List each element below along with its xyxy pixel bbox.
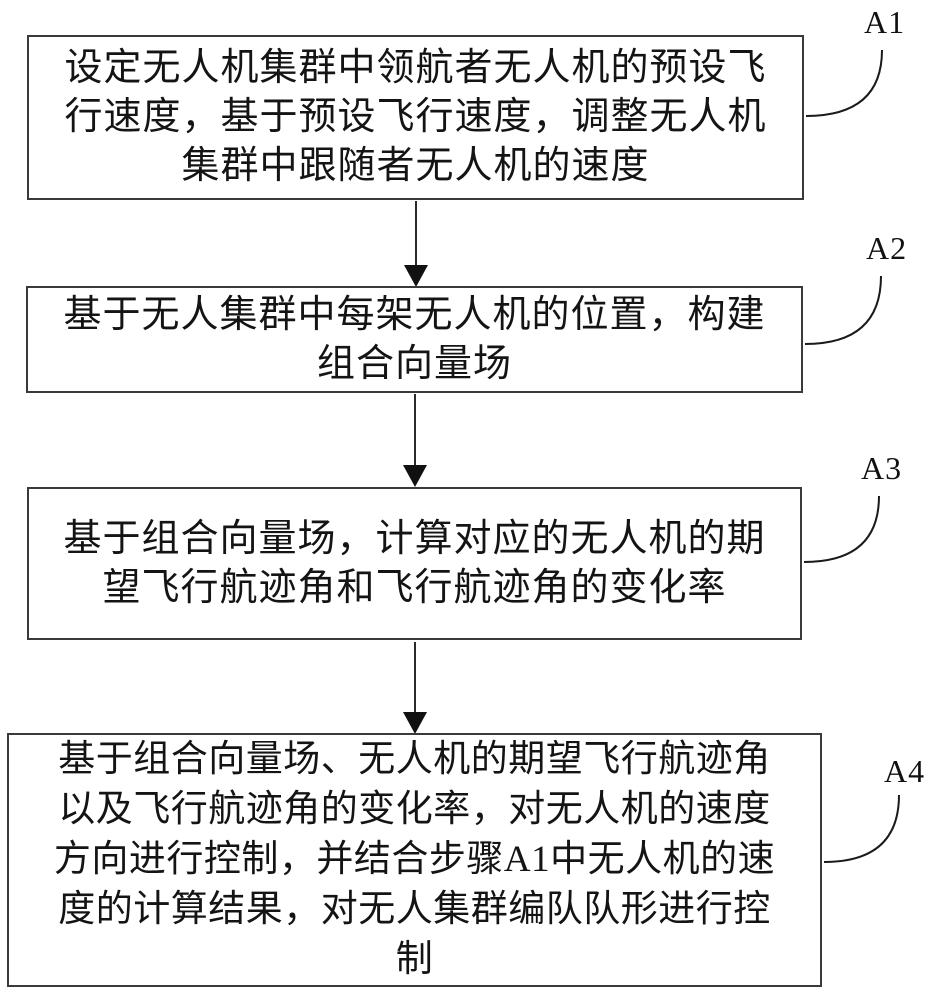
arrow-a3-to-a4	[403, 642, 427, 734]
arrowhead-icon	[403, 465, 427, 487]
step-label-a4: A4	[884, 753, 926, 789]
step-text-a1: 设定无人机集群中领航者无人机的预设飞 行速度，基于预设飞行速度，调整无人机 集群…	[64, 47, 767, 187]
arrowhead-icon	[404, 265, 428, 287]
step-text-a3: 基于组合向量场，计算对应的无人机的期 望飞行航迹角和飞行航迹角的变化率	[63, 517, 766, 609]
step-box-a2: 基于无人集群中每架无人机的位置，构建 组合向量场	[26, 286, 803, 393]
step-box-a3: 基于组合向量场，计算对应的无人机的期 望飞行航迹角和飞行航迹角的变化率	[27, 487, 802, 640]
step-label-a3: A3	[861, 450, 903, 486]
leader-curve-a3	[803, 495, 880, 563]
step-label-a1: A1	[864, 4, 906, 40]
step-text-a4: 基于组合向量场、无人机的期望飞行航迹角 以及飞行航迹角的变化率，对无人机的速度 …	[53, 739, 776, 980]
leader-curve-a1	[805, 49, 883, 117]
step-label-a2: A2	[866, 230, 908, 266]
arrow-a1-to-a2	[404, 201, 428, 287]
step-box-a1: 设定无人机集群中领航者无人机的预设飞 行速度，基于预设飞行速度，调整无人机 集群…	[27, 35, 804, 200]
arrowhead-icon	[403, 712, 427, 734]
step-text-a2: 基于无人集群中每架无人机的位置，构建 组合向量场	[63, 293, 766, 385]
arrow-a2-to-a3	[403, 394, 427, 487]
leader-curve-a4	[823, 794, 900, 863]
step-box-a4: 基于组合向量场、无人机的期望飞行航迹角 以及飞行航迹角的变化率，对无人机的速度 …	[7, 733, 822, 987]
leader-curve-a2	[804, 275, 882, 345]
